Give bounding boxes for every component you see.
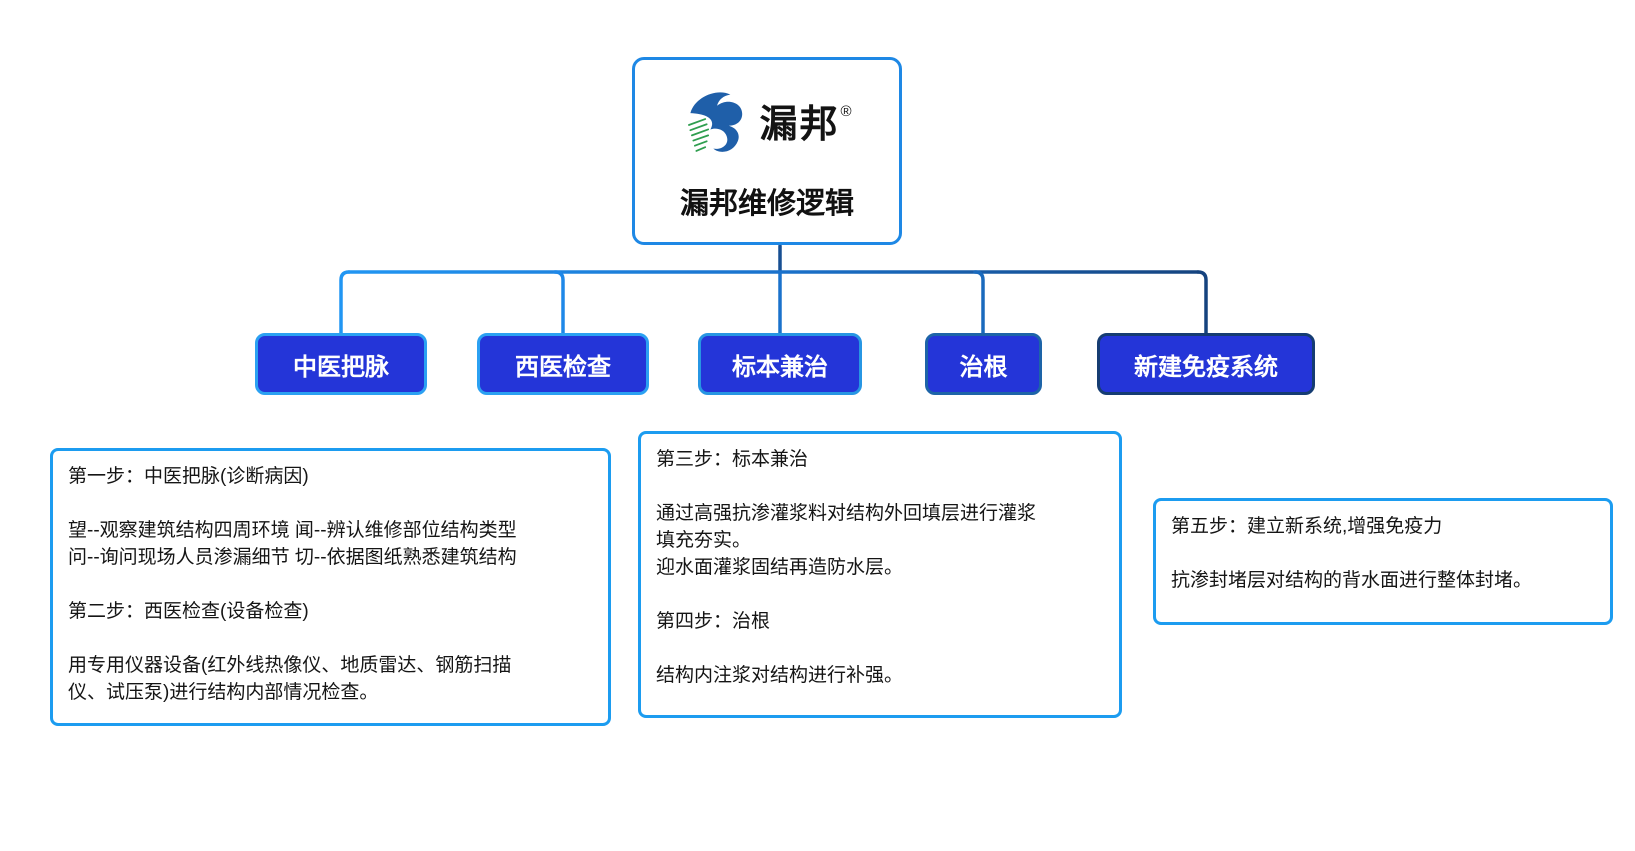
note-box-step5[interactable]: 第五步：建立新系统,增强免疫力 抗渗封堵层对结构的背水面进行整体封堵。: [1153, 498, 1613, 625]
branch-node-zhigen[interactable]: 治根: [925, 333, 1042, 395]
note-line: 通过高强抗渗灌浆料对结构外回填层进行灌浆: [656, 503, 1037, 524]
logo-blue-swoosh: [690, 92, 743, 152]
note-line: 填充夯实。: [656, 530, 752, 551]
branch-node-label: 治根: [959, 353, 1008, 381]
note-line: [68, 625, 593, 652]
brand-logo-text: 漏邦: [759, 104, 840, 146]
connector-branch-1: [339, 270, 351, 336]
branch-node-zhongyi-bamai[interactable]: 中医把脉: [255, 333, 427, 395]
logo-green-hatch: [688, 118, 710, 152]
branch-node-biaoben-jianzhi[interactable]: 标本兼治: [698, 333, 862, 395]
note-line: [68, 490, 593, 517]
branch-node-label: 新建免疫系统: [1134, 353, 1278, 381]
note-line: 问--询问现场人员渗漏细节 切--依据图纸熟悉建筑结构: [68, 547, 517, 568]
note-line: 迎水面灌浆固结再造防水层。: [656, 557, 904, 578]
note-line: [68, 571, 593, 598]
note-line: 第五步：建立新系统,增强免疫力: [1171, 516, 1443, 537]
note-line: 第二步：西医检查(设备检查): [68, 601, 309, 622]
connector-branch-5: [1196, 270, 1208, 336]
registered-trademark-mark: ®: [840, 102, 852, 120]
note-box-step3-step4[interactable]: 第三步：标本兼治 通过高强抗渗灌浆料对结构外回填层进行灌浆 填充夯实。 迎水面灌…: [638, 431, 1122, 718]
note-box-step1-step2[interactable]: 第一步：中医把脉(诊断病因) 望--观察建筑结构四周环境 闻--辨认维修部位结构…: [50, 448, 611, 726]
branch-node-label: 标本兼治: [732, 353, 828, 381]
brand-logo: 漏邦®: [683, 82, 852, 168]
note-line: [656, 635, 1104, 662]
connector-branch-4: [973, 270, 985, 336]
branch-node-label: 西医检查: [515, 353, 611, 381]
note-line: 第一步：中医把脉(诊断病因): [68, 466, 309, 487]
note-line: [656, 473, 1104, 500]
note-line: 仪、试压泵)进行结构内部情况检查。: [68, 682, 379, 703]
branch-node-label: 中医把脉: [293, 353, 389, 381]
note-line: 抗渗封堵层对结构的背水面进行整体封堵。: [1171, 570, 1533, 591]
note-line: 望--观察建筑结构四周环境 闻--辨认维修部位结构类型: [68, 520, 517, 541]
note-line: [1171, 540, 1595, 567]
note-line: 结构内注浆对结构进行补强。: [656, 665, 904, 686]
note-line: 第三步：标本兼治: [656, 449, 809, 470]
branch-node-xiyi-jiancha[interactable]: 西医检查: [477, 333, 649, 395]
branch-node-xinjian-mianyi-xitong[interactable]: 新建免疫系统: [1097, 333, 1315, 395]
note-line: 第四步：治根: [656, 611, 771, 632]
root-node[interactable]: 漏邦® 漏邦维修逻辑: [632, 57, 902, 245]
root-node-title: 漏邦维修逻辑: [679, 188, 854, 220]
brand-logo-icon: [688, 92, 743, 152]
connector-branch-2: [553, 270, 565, 336]
note-line: [656, 581, 1104, 608]
note-line: 用专用仪器设备(红外线热像仪、地质雷达、钢筋扫描: [68, 655, 512, 676]
